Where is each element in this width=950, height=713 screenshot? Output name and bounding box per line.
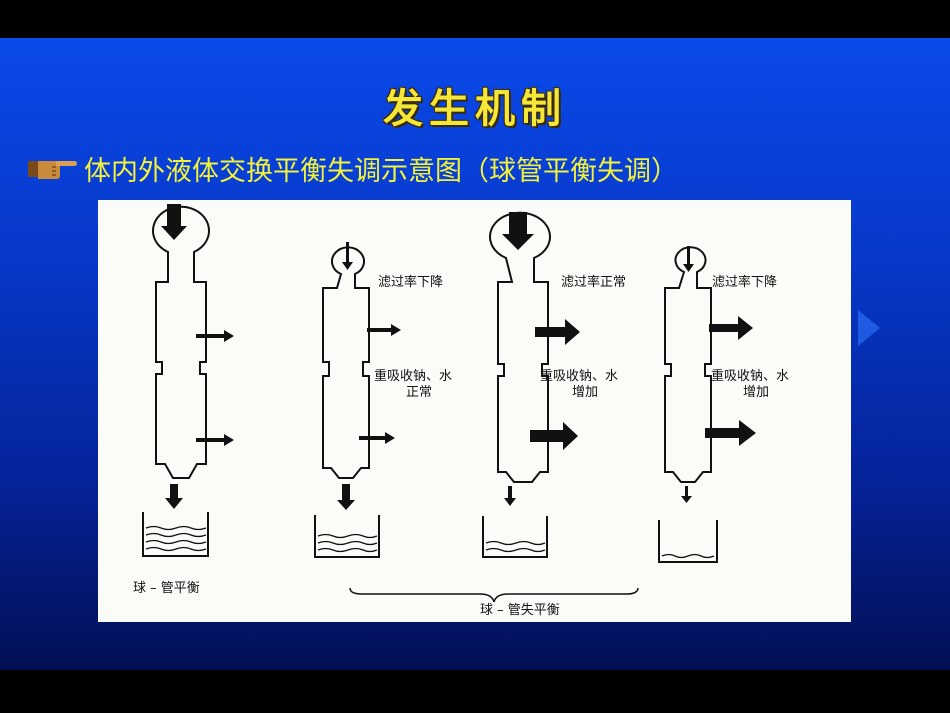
nephron-2 xyxy=(322,246,370,479)
beaker-1 xyxy=(142,512,209,557)
nephron-3 xyxy=(489,211,551,483)
bullet-text: 体内外液体交换平衡失调示意图（球管平衡失调） xyxy=(84,155,678,187)
nephron-1 xyxy=(152,205,210,479)
label-gfr-down-2: 滤过率下降 xyxy=(712,274,777,290)
pointing-hand-icon xyxy=(26,149,78,187)
label-reabs-3-b: 增加 xyxy=(743,385,769,400)
label-reabs-3-a: 重吸收钠、水 xyxy=(711,368,789,384)
filtration-arrows xyxy=(161,204,694,272)
label-gfr-down-1: 滤过率下降 xyxy=(378,274,443,290)
top-black-bar xyxy=(0,0,950,38)
label-reabs-1-a: 重吸收钠、水 xyxy=(374,368,452,384)
label-imbalance: 球 – 管失平衡 xyxy=(480,603,560,618)
beaker-4 xyxy=(658,520,718,563)
beaker-2 xyxy=(314,515,380,558)
bottom-black-bar xyxy=(0,670,950,713)
nephron-4 xyxy=(664,246,712,483)
reabsorption-arrows xyxy=(196,316,756,450)
label-reabs-2-b: 增加 xyxy=(572,385,598,400)
label-balance: 球 – 管平衡 xyxy=(133,581,200,596)
label-gfr-normal: 滤过率正常 xyxy=(561,274,626,290)
glomerulus-tubule-diagram: 滤过率下降 滤过率正常 滤过率下降 重吸收钠、水 正常 重吸收钠、水 增加 重吸… xyxy=(133,204,789,618)
decorative-triangle xyxy=(858,310,880,346)
imbalance-brace xyxy=(349,587,639,603)
label-reabs-1-b: 正常 xyxy=(406,385,432,400)
label-reabs-2-a: 重吸收钠、水 xyxy=(540,368,618,384)
beaker-3 xyxy=(482,516,548,558)
bullet-row: 体内外液体交换平衡失调示意图（球管平衡失调） xyxy=(26,148,678,188)
slide-title: 发生机制 xyxy=(383,85,567,132)
diagram-panel: 滤过率下降 滤过率正常 滤过率下降 重吸收钠、水 正常 重吸收钠、水 增加 重吸… xyxy=(98,200,851,622)
outflow-arrows xyxy=(165,484,692,510)
